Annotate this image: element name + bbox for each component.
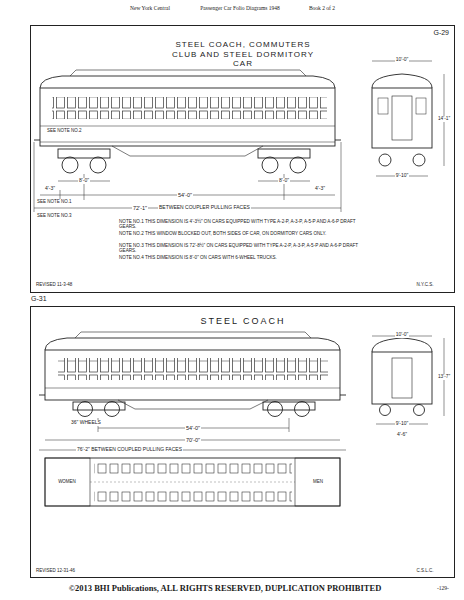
dimension: 9'-10" [395, 173, 410, 179]
dimension: 70'-0" [185, 437, 201, 443]
dimension-caption: BETWEEN COUPLER PULLING FACES [158, 205, 251, 211]
dimension: 9'-10" [395, 421, 410, 427]
page-header: New York Central [129, 5, 171, 11]
revision-note: REVISED 11-3-48 [35, 282, 73, 287]
note-text: NOTE NO.4 THIS DIMENSION IS 8'-0" ON CAR… [118, 255, 360, 260]
dimension: 13'-7" [437, 374, 451, 380]
note-reference: SEE NOTE NO.1 [36, 199, 73, 204]
revision-note: REVISED 12-31-46 [35, 568, 76, 573]
note-reference: SEE NOTE NO.3 [36, 213, 73, 218]
callout-label: 36" WHEELS [70, 420, 102, 426]
dimension: 4'-6" [396, 432, 408, 438]
dimension: 10'-0" [395, 57, 410, 63]
dimension: 8'-0" [78, 178, 90, 184]
dimension: 4'-3" [314, 186, 326, 192]
note-text: NOTE NO.1 THIS DIMENSION IS 4'-3½" ON CA… [118, 219, 360, 230]
note-reference: SEE NOTE NO.2 [46, 128, 83, 133]
room-label: WOMEN [57, 479, 77, 484]
drawing-panel: G-31STEEL COACH [30, 306, 455, 578]
dimension: 76'-2" BETWEEN COUPLED PULLING FACES [76, 447, 183, 453]
drawing-mark: C.S.L.C. [415, 568, 434, 573]
diagram-title: STEEL COACH [143, 316, 343, 327]
dimension: 72'-1" [132, 205, 148, 211]
page-header: Passenger Car Folio Diagrams 1948 [199, 5, 280, 11]
dimension: 8'-0" [278, 178, 290, 184]
page-header: Book 2 of 2 [308, 5, 336, 11]
drawing-mark: N.Y.C.S. [416, 282, 435, 287]
dimension: 4'-3" [44, 186, 56, 192]
copyright-notice: ©2013 BHI Publications, ALL RIGHTS RESER… [68, 584, 383, 594]
room-label: MEN [312, 479, 324, 484]
note-text: NOTE NO.2 THIS WINDOW BLOCKED OUT, BOTH … [118, 231, 360, 236]
note-text: NOTE NO.3 THIS DIMENSION IS 72'-8½" ON C… [118, 243, 360, 254]
dimension: 10'-0" [395, 332, 410, 338]
diagram-number: G-29 [433, 29, 449, 37]
page-number: -129- [436, 585, 450, 591]
diagram-title: STEEL COACH, COMMUTERS CLUB AND STEEL DO… [168, 40, 318, 69]
diagram-number: G-31 [31, 295, 47, 303]
dimension: 14'-1" [437, 116, 451, 122]
dimension: 54'-0" [177, 192, 193, 198]
dimension: 54'-0" [185, 425, 201, 431]
